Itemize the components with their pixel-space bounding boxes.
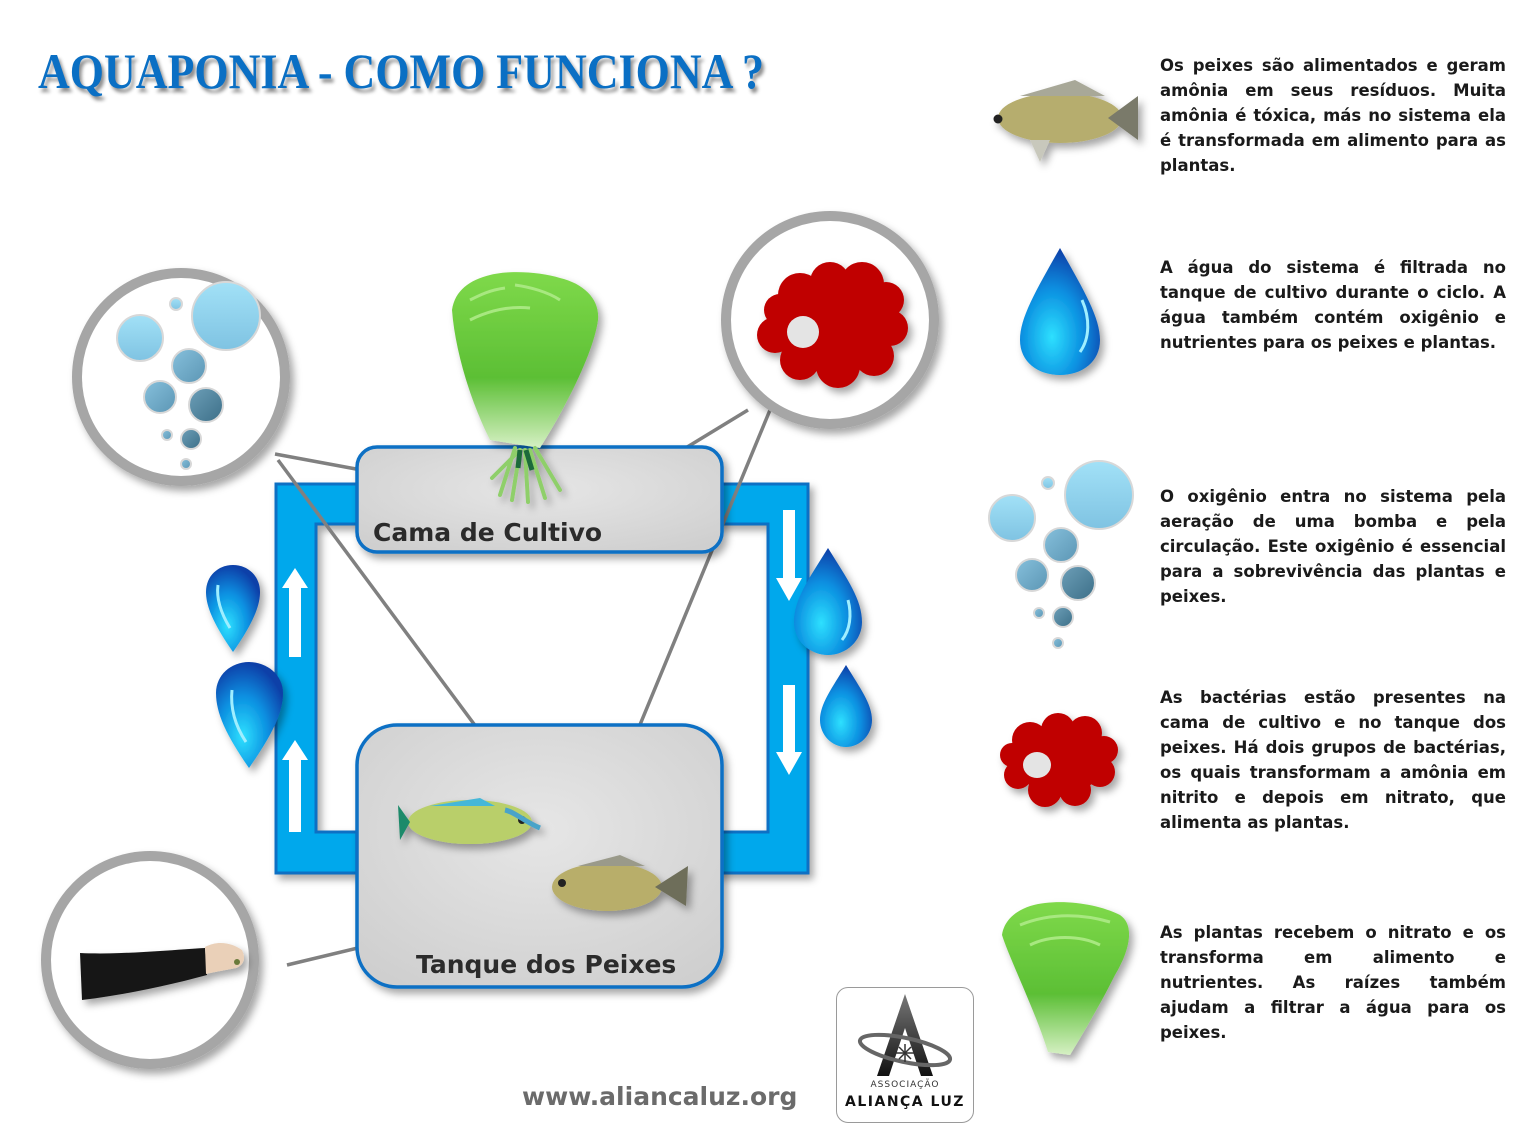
bacteria-nucleus bbox=[1023, 752, 1051, 778]
lettuce-plant-icon bbox=[452, 272, 599, 504]
logo-a-star-icon bbox=[857, 994, 953, 1076]
flow-down-arrow-icon bbox=[776, 510, 802, 775]
page-title: AQUAPONIA - COMO FUNCIONA ? bbox=[38, 43, 764, 99]
grow-bed-label: Cama de Cultivo bbox=[373, 518, 603, 547]
legend-oxygen-bubbles-icon bbox=[988, 460, 1134, 649]
bacteria-icon bbox=[757, 262, 908, 388]
hand-feeding-icon bbox=[80, 943, 244, 1000]
fish-tank bbox=[355, 723, 724, 989]
bacteria-description: As bactérias estão presentes na cama de … bbox=[1160, 688, 1506, 832]
legend-lettuce-icon bbox=[1002, 902, 1130, 1055]
website-link[interactable]: www.aliancaluz.org bbox=[522, 1082, 798, 1111]
fish-description: Os peixes são alimentados e geram amônia… bbox=[1160, 56, 1506, 175]
alianca-luz-logo: ASSOCIAÇÃO ALIANÇA LUZ bbox=[836, 987, 974, 1123]
water-description: A água do sistema é filtrada no tanque d… bbox=[1160, 258, 1506, 352]
logo-subtitle: ASSOCIAÇÃO bbox=[870, 1080, 940, 1090]
logo-name: ALIANÇA LUZ bbox=[845, 1094, 965, 1110]
oxygen-zoom-circle bbox=[72, 268, 290, 486]
legend-bacteria-icon bbox=[1000, 713, 1118, 807]
oxygen-description: O oxigênio entra no sistema pela aeração… bbox=[1160, 487, 1506, 606]
tilapia-fish-icon bbox=[398, 798, 541, 844]
water-drop-icon bbox=[206, 565, 283, 768]
hand-feeding-zoom-circle bbox=[41, 851, 259, 1069]
flow-up-arrow-icon bbox=[282, 568, 308, 832]
legend-fish-icon bbox=[993, 80, 1138, 162]
fish-tank-label: Tanque dos Peixes bbox=[416, 950, 677, 979]
legend-water-drop-icon bbox=[1020, 248, 1100, 375]
water-drop-icon bbox=[794, 548, 872, 747]
bacteria-zoom-circle bbox=[721, 211, 939, 429]
tilapia-fish-icon bbox=[552, 855, 688, 911]
plants-description: As plantas recebem o nitrato e os transf… bbox=[1160, 923, 1506, 1042]
